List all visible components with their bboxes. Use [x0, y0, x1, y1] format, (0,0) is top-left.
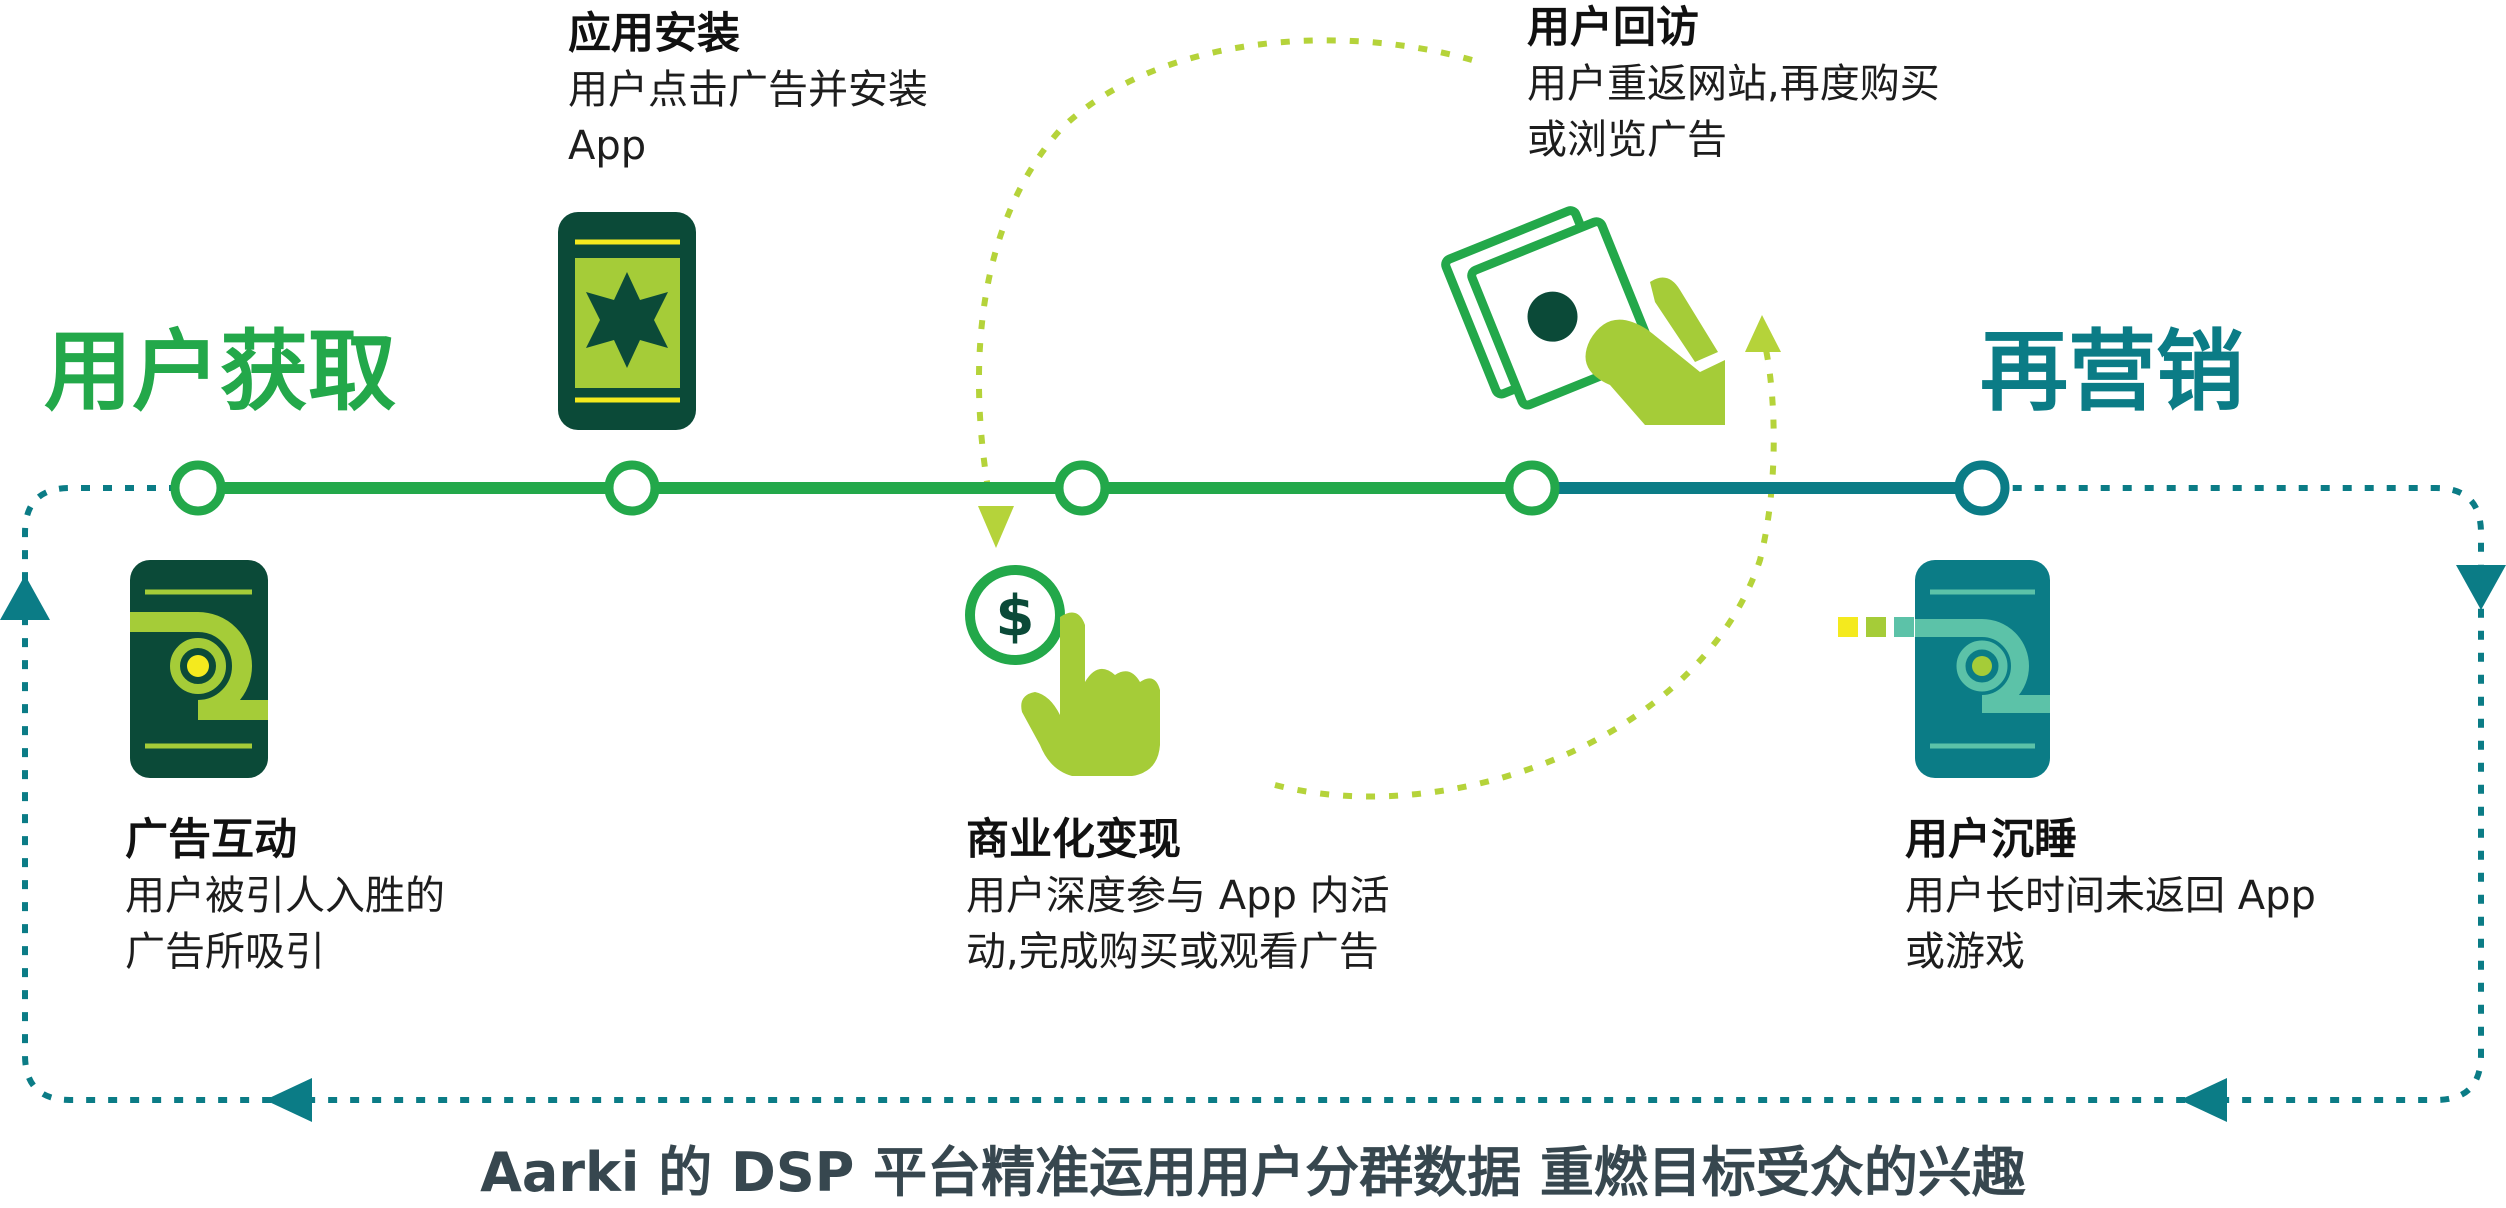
- stage-desc-monetization: 用户深度参与 App 内活 动,完成购买或观看广告: [966, 873, 1390, 975]
- timeline-node-1: [170, 460, 226, 516]
- timeline-node-4: [1504, 460, 1560, 516]
- phone-dormant-icon: [1838, 560, 2050, 778]
- stage-desc-ad-engagement: 用户被引人入胜的 广告所吸引: [125, 873, 445, 975]
- retargeting-loop-path: [22, 485, 2484, 1103]
- footer-caption: Aarki 的 DSP 平台精准运用用户分群数据 重燃目标受众的兴趣: [480, 1141, 2026, 1204]
- phase-retargeting-label: 再营销: [1980, 320, 2245, 423]
- stage-desc-user-return: 用户重返网站,再度购买 或浏览广告: [1527, 61, 1940, 163]
- timeline-node-2: [604, 460, 660, 516]
- stage-title-ad-engagement: 广告互动: [125, 815, 297, 865]
- loop-arrow-left-icon-2: [2180, 1078, 2227, 1122]
- return-cycle-path: [975, 37, 1473, 501]
- stage-title-app-install: 应用安装: [568, 9, 740, 59]
- cycle-arrow-down-icon: [978, 506, 1014, 548]
- timeline-node-5: [1954, 460, 2010, 516]
- phone-star-icon: [558, 212, 696, 430]
- phase-acquisition-label: 用户获取: [44, 320, 397, 423]
- return-cycle-path-2: [1274, 344, 1777, 800]
- svg-text:$: $: [996, 584, 1035, 649]
- hand-cash-icon: [1441, 206, 1725, 425]
- loop-arrow-left-icon: [265, 1078, 312, 1122]
- cycle-arrow-up-icon: [1745, 315, 1781, 352]
- loop-arrow-up-icon: [0, 575, 50, 620]
- stage-title-user-return: 用户回访: [1527, 3, 1699, 53]
- stage-desc-user-dormant: 用户长时间未返回 App 或游戏: [1905, 873, 2316, 975]
- stage-desc-app-install: 用户点击广告并安装 App: [568, 67, 928, 169]
- loop-arrow-down-icon: [2456, 565, 2506, 610]
- stage-title-user-dormant: 用户沉睡: [1905, 815, 2077, 865]
- timeline-node-3: [1054, 460, 1110, 516]
- stage-title-monetization: 商业化变现: [966, 815, 1181, 865]
- tap-dollar-icon: $: [965, 565, 1160, 776]
- phone-ad-icon: [130, 560, 268, 778]
